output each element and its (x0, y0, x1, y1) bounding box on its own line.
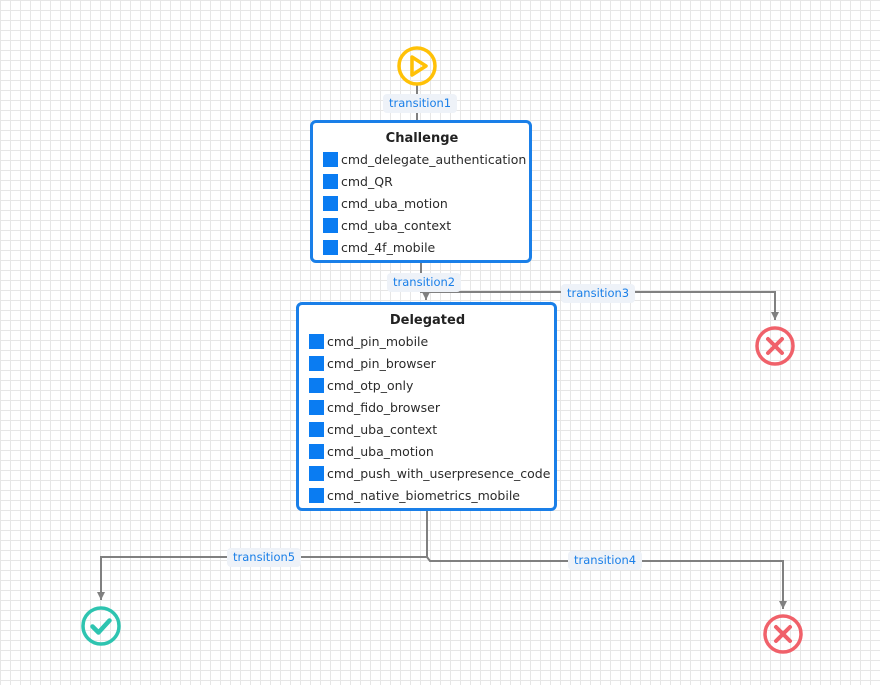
command-icon (323, 195, 338, 211)
command-label: cmd_pin_mobile (327, 333, 429, 349)
state-title: Challenge (385, 131, 459, 146)
command-icon (323, 151, 338, 167)
command-label: cmd_uba_motion (327, 443, 434, 459)
command-icon (309, 377, 324, 393)
command-label: cmd_uba_context (341, 217, 452, 233)
command-item[interactable]: cmd_QR (323, 170, 521, 192)
state-challenge[interactable]: Challenge cmd_delegate_authentication cm… (310, 120, 532, 263)
command-item[interactable]: cmd_uba_context (309, 418, 546, 440)
command-item[interactable]: cmd_push_with_userpresence_code (309, 462, 550, 484)
state-title: Delegated (389, 313, 466, 328)
command-label: cmd_native_biometrics_mobile (327, 487, 520, 503)
command-label: cmd_fido_browser (327, 399, 440, 415)
transition4-label[interactable]: transition4 (568, 551, 643, 570)
state-delegated[interactable]: Delegated cmd_pin_mobile cmd_pin_browser… (296, 302, 557, 511)
command-icon (309, 421, 324, 437)
command-item[interactable]: cmd_pin_browser (309, 352, 546, 374)
command-item[interactable]: cmd_uba_motion (323, 192, 521, 214)
command-icon (309, 355, 324, 371)
command-item[interactable]: cmd_delegate_authentication (323, 148, 526, 170)
command-icon (309, 333, 324, 349)
command-label: cmd_uba_context (327, 421, 438, 437)
success-circle-icon[interactable] (81, 606, 121, 646)
command-list: cmd_delegate_authentication cmd_QR cmd_u… (323, 148, 526, 258)
command-icon (323, 173, 338, 189)
failure-circle-icon[interactable] (763, 614, 803, 654)
play-circle-icon[interactable] (397, 46, 437, 86)
command-label: cmd_push_with_userpresence_code (327, 465, 551, 481)
command-label: cmd_delegate_authentication (341, 151, 527, 167)
command-icon (309, 465, 324, 481)
command-label: cmd_otp_only (327, 377, 414, 393)
command-item[interactable]: cmd_otp_only (309, 374, 546, 396)
command-icon (309, 443, 324, 459)
command-item[interactable]: cmd_uba_motion (309, 440, 546, 462)
command-item[interactable]: cmd_pin_mobile (309, 330, 546, 352)
transition3-edge[interactable] (421, 291, 779, 320)
command-icon (323, 217, 338, 233)
command-item[interactable]: cmd_fido_browser (309, 396, 546, 418)
command-label: cmd_4f_mobile (341, 239, 436, 255)
command-list: cmd_pin_mobile cmd_pin_browser cmd_otp_o… (309, 330, 550, 506)
transition3-label[interactable]: transition3 (561, 284, 636, 303)
failure-circle-icon[interactable] (755, 326, 795, 366)
command-label: cmd_uba_motion (341, 195, 448, 211)
transition2-label[interactable]: transition2 (387, 273, 462, 292)
command-item[interactable]: cmd_uba_context (323, 214, 521, 236)
command-icon (309, 487, 324, 503)
transition1-label[interactable]: transition1 (383, 94, 458, 113)
command-icon (323, 239, 338, 255)
command-label: cmd_pin_browser (327, 355, 436, 371)
command-icon (309, 399, 324, 415)
command-label: cmd_QR (341, 173, 393, 189)
command-item[interactable]: cmd_native_biometrics_mobile (309, 484, 546, 506)
transition5-label[interactable]: transition5 (227, 548, 302, 567)
command-item[interactable]: cmd_4f_mobile (323, 236, 521, 258)
